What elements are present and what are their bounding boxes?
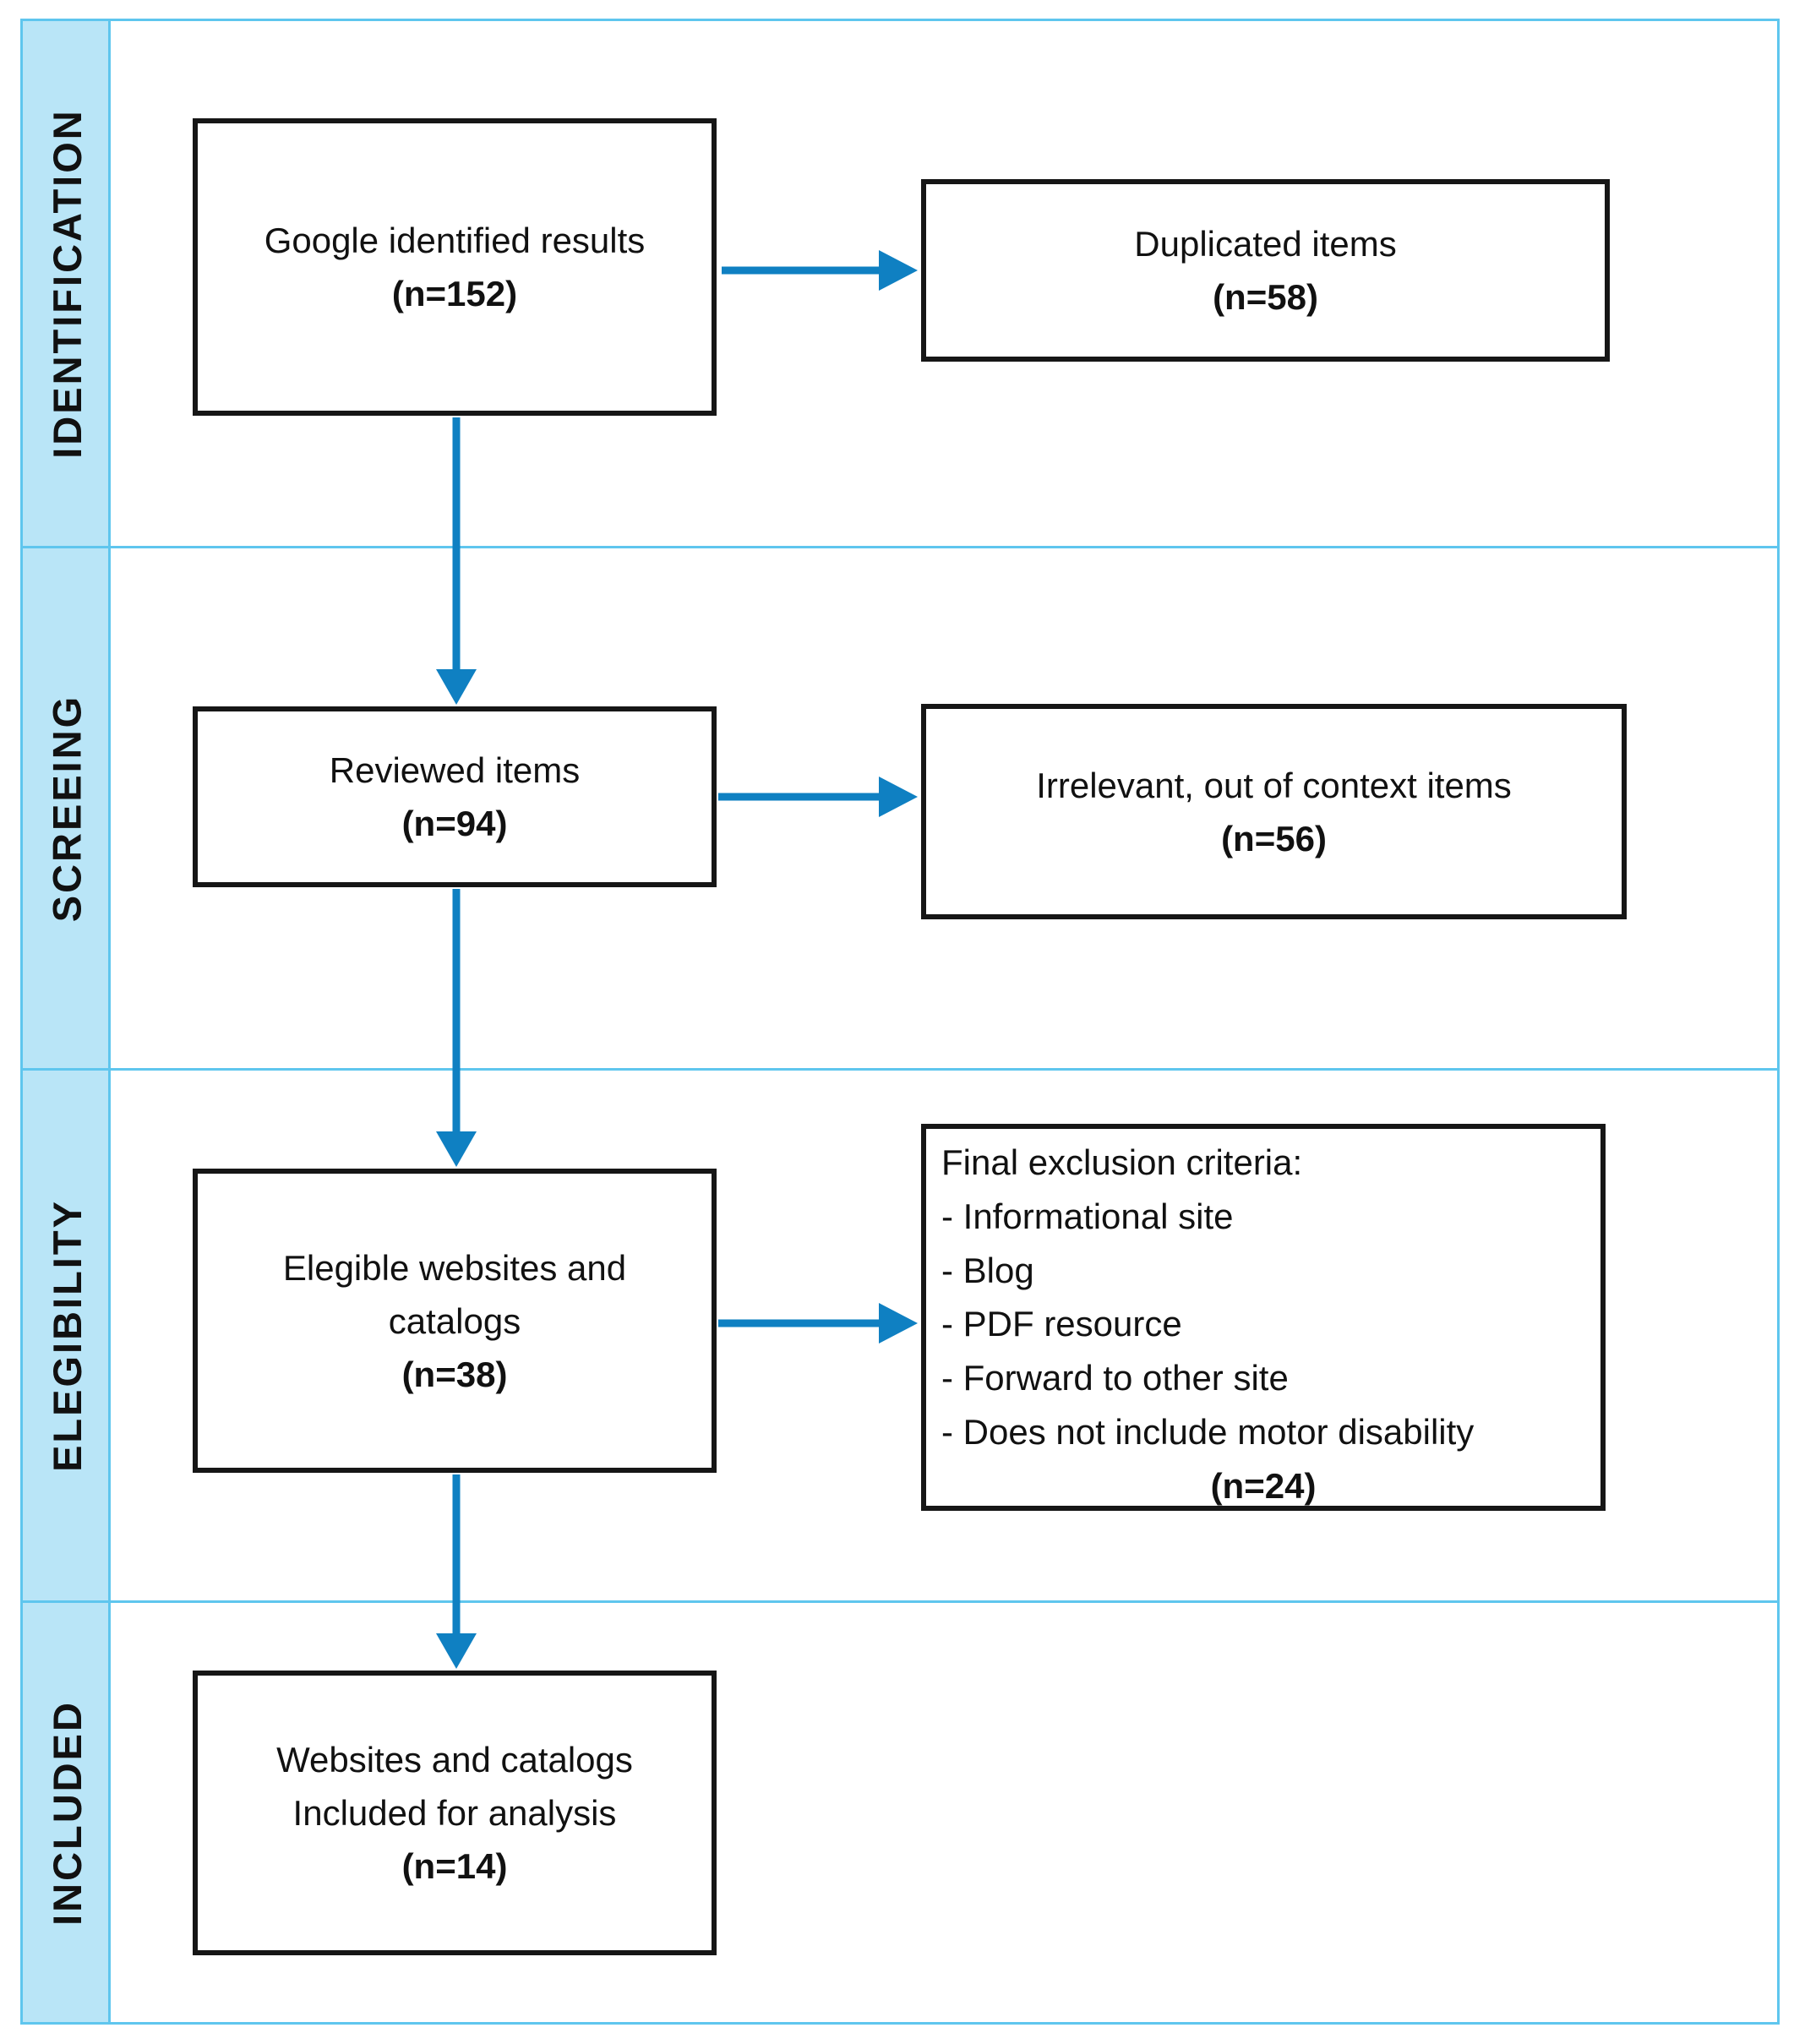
box-label: Google identified results <box>264 221 646 260</box>
exclusion-item: - Informational site <box>941 1196 1234 1236</box>
box-label: Reviewed items <box>329 750 581 790</box>
stage-sidebar-column <box>23 21 111 2022</box>
stage-label-identification: IDENTIFICATION <box>23 21 111 546</box>
exclusion-item: - Blog <box>941 1250 1034 1290</box>
box-label: Duplicated items <box>1134 224 1397 264</box>
stage-label-included: INCLUDED <box>23 1603 111 2022</box>
row-divider <box>23 546 1777 548</box>
box-count: (n=14) <box>401 1846 508 1886</box>
exclusion-item: - Forward to other site <box>941 1358 1289 1398</box>
stage-label-text: INCLUDED <box>44 1699 90 1926</box>
box-final-exclusion-criteria: Final exclusion criteria: - Informationa… <box>921 1124 1606 1511</box>
box-label: Websites and catalogs <box>276 1740 633 1780</box>
exclusion-item: - PDF resource <box>941 1304 1182 1344</box>
box-count: (n=94) <box>401 804 508 843</box>
box-count: (n=152) <box>391 274 518 313</box>
row-divider <box>23 1600 1777 1603</box>
box-count: (n=58) <box>1213 277 1318 317</box>
stage-label-text: IDENTIFICATION <box>44 108 90 459</box>
box-irrelevant-items: Irrelevant, out of context items (n=56) <box>921 704 1627 919</box>
box-label: Irrelevant, out of context items <box>1036 765 1512 805</box>
exclusion-item: - Does not include motor disability <box>941 1412 1475 1453</box>
box-google-identified-results: Google identified results (n=152) <box>193 118 717 416</box>
box-count: (n=24) <box>1210 1465 1317 1506</box>
box-duplicated-items: Duplicated items (n=58) <box>921 179 1610 362</box>
box-label: catalogs <box>388 1300 521 1341</box>
box-reviewed-items: Reviewed items (n=94) <box>193 706 717 887</box>
stage-label-text: SCREEING <box>44 694 90 923</box>
stage-label-text: ELEGIBILITY <box>44 1199 90 1472</box>
box-eligible-websites: Elegible websites and catalogs (n=38) <box>193 1169 717 1473</box>
stage-label-eligibility: ELEGIBILITY <box>23 1071 111 1600</box>
box-label: Included for analysis <box>292 1793 617 1833</box>
box-included-for-analysis: Websites and catalogs Included for analy… <box>193 1671 717 1955</box>
exclusion-title: Final exclusion criteria: <box>941 1142 1303 1182</box>
stage-label-screening: SCREEING <box>23 548 111 1068</box>
box-count: (n=38) <box>401 1354 508 1394</box>
box-label: Elegible websites and <box>282 1247 627 1288</box>
row-divider <box>23 1068 1777 1071</box>
box-count: (n=56) <box>1221 818 1327 858</box>
